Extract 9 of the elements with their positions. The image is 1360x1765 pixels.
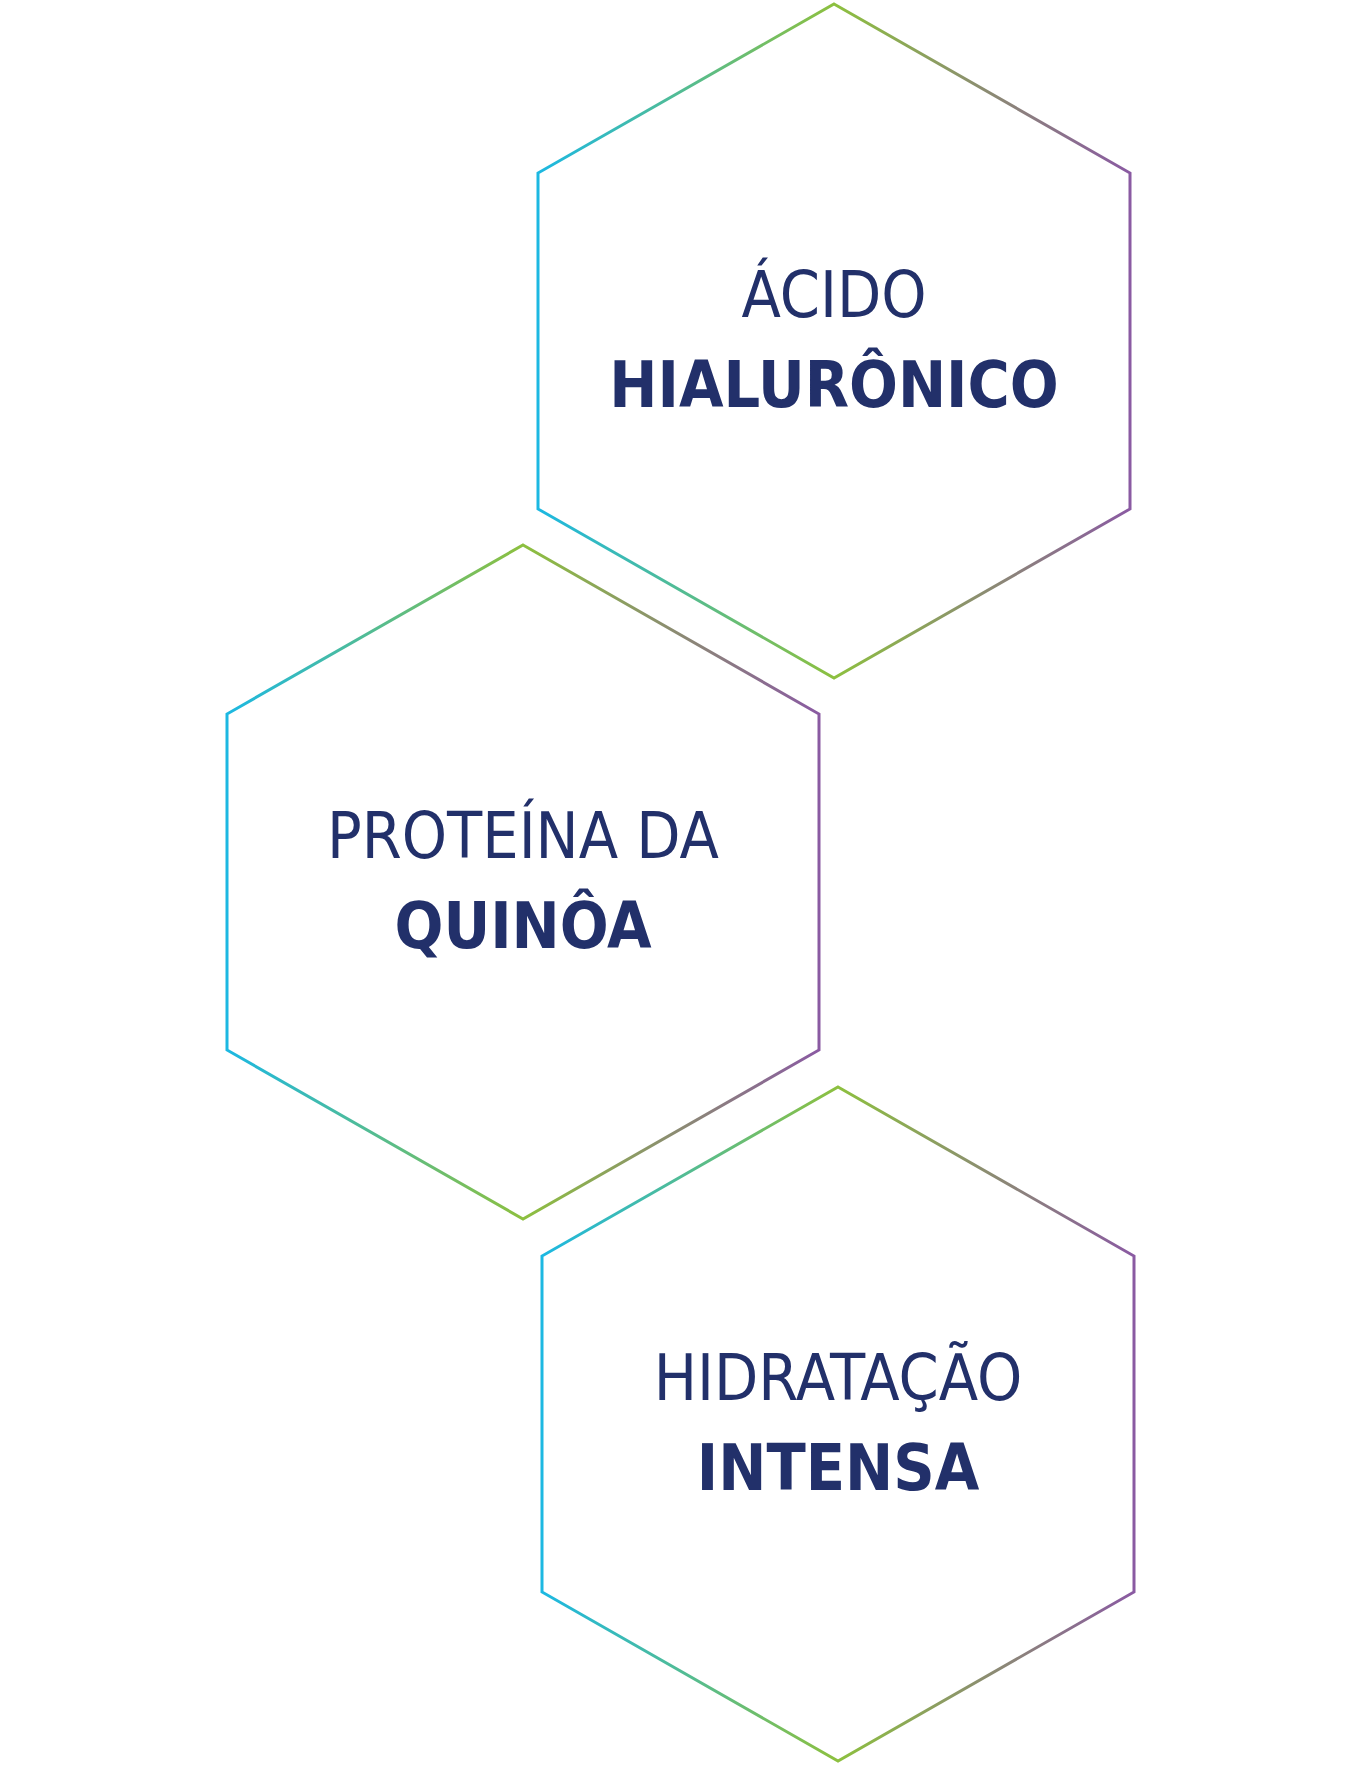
node-heading: QUINÔA	[394, 887, 652, 965]
node-label: ÁCIDO	[741, 256, 927, 335]
node-heading: HIALURÔNICO	[609, 346, 1059, 424]
hexagon-node	[225, 543, 821, 1221]
node-heading: INTENSA	[696, 1430, 980, 1507]
node-label: PROTEÍNA DA	[327, 797, 719, 876]
hexagon-node	[540, 1085, 1136, 1763]
node-label: HIDRATAÇÃO	[653, 1340, 1023, 1418]
hexagon-node	[536, 2, 1132, 680]
